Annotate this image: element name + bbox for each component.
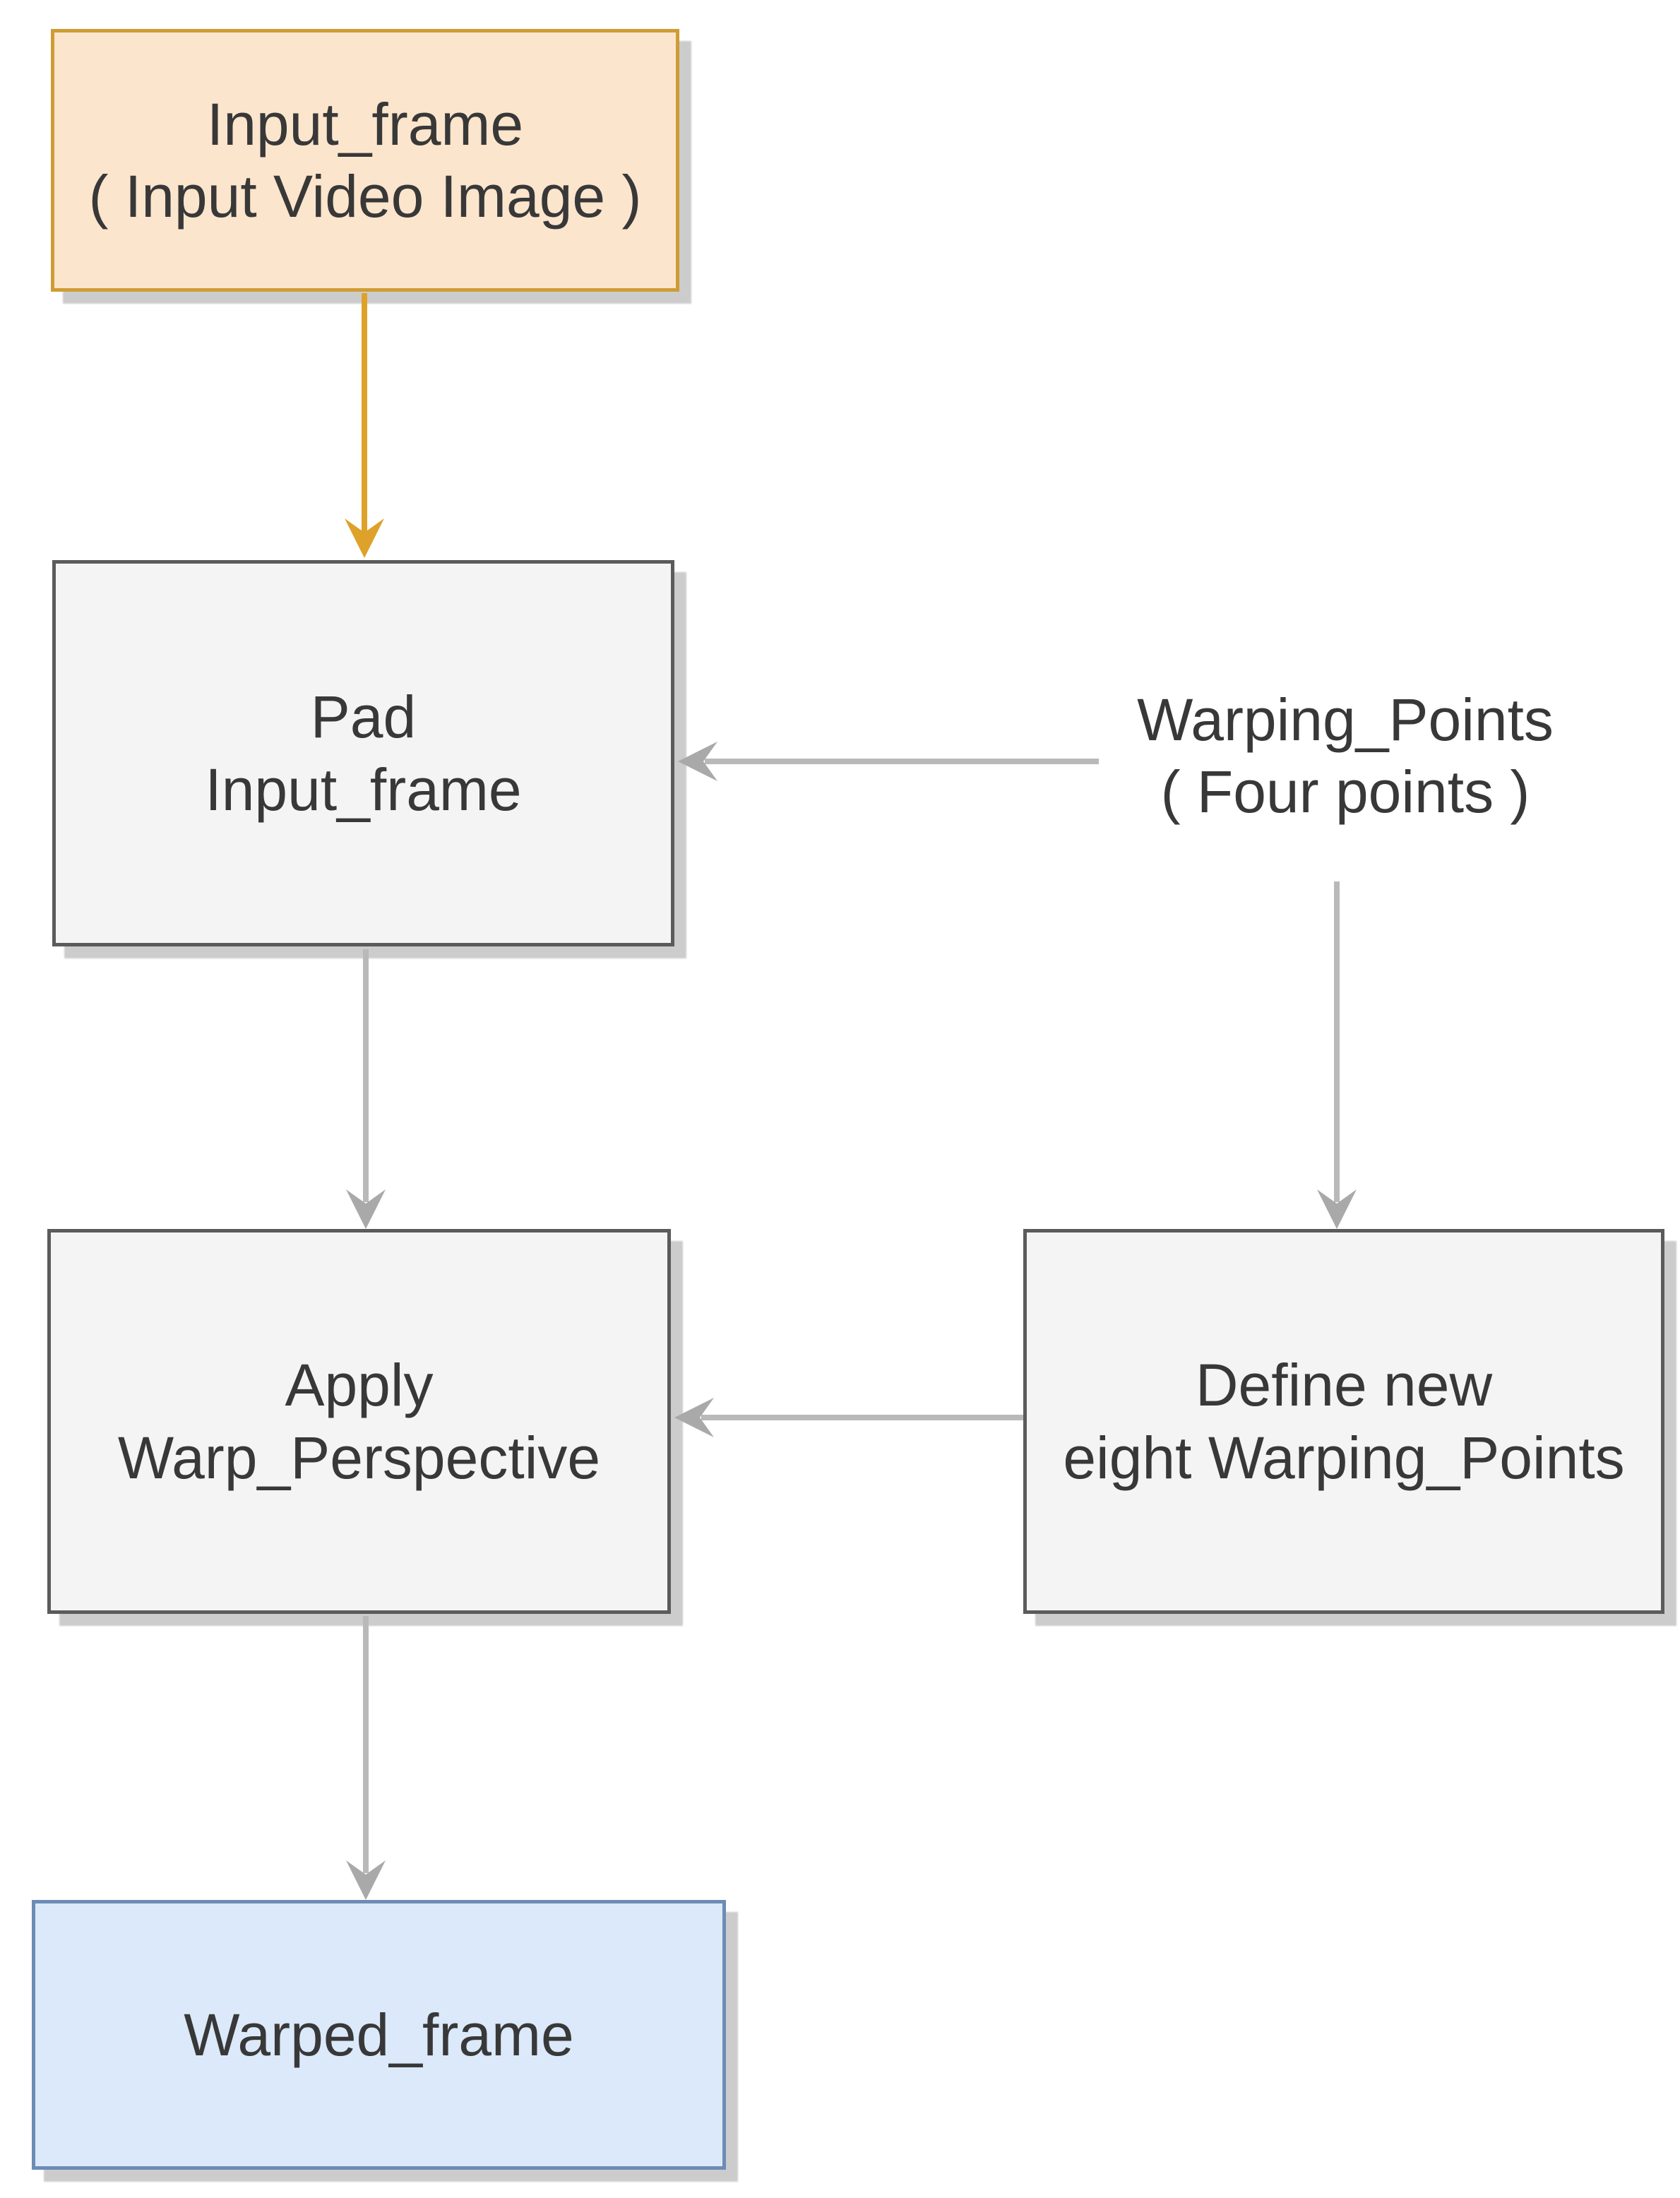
node-label-line: Define new	[1195, 1352, 1493, 1419]
arrow-pad-to-apply	[346, 949, 386, 1229]
node-label-line: ( Four points )	[1160, 759, 1530, 825]
node-label-line: Warped_frame	[184, 2001, 574, 2068]
node-define-new-warping-points-label: Define new eight Warping_Points	[1063, 1349, 1624, 1494]
node-apply-warp-perspective: Apply Warp_Perspective	[47, 1229, 671, 1614]
node-warped-frame-label: Warped_frame	[184, 1999, 573, 2071]
node-label-line: eight Warping_Points	[1063, 1424, 1625, 1491]
node-label-line: Warping_Points	[1137, 686, 1554, 753]
node-pad-input-frame: Pad Input_frame	[52, 560, 674, 946]
arrow-input-frame-to-pad	[345, 293, 384, 558]
arrow-define-to-apply	[674, 1398, 1023, 1437]
node-label-line: Pad	[310, 684, 417, 751]
node-apply-warp-perspective-label: Apply Warp_Perspective	[118, 1349, 600, 1494]
node-input-frame: Input_frame ( Input Video Image )	[51, 29, 679, 292]
node-label-line: Apply	[285, 1352, 434, 1419]
node-label-line: ( Input Video Image )	[88, 163, 642, 230]
node-warped-frame: Warped_frame	[32, 1900, 726, 2170]
node-label-line: Input_frame	[205, 756, 522, 823]
node-define-new-warping-points: Define new eight Warping_Points	[1023, 1229, 1664, 1614]
arrow-apply-to-warped	[346, 1616, 386, 1900]
text-warping-points-label: Warping_Points ( Four points )	[1137, 684, 1554, 828]
text-warping-points: Warping_Points ( Four points )	[1091, 675, 1599, 837]
node-label-line: Warp_Perspective	[117, 1424, 601, 1491]
arrow-warping-points-to-define	[1317, 881, 1357, 1229]
node-input-frame-label: Input_frame ( Input Video Image )	[89, 88, 642, 233]
node-pad-input-frame-label: Pad Input_frame	[205, 681, 521, 826]
node-label-line: Input_frame	[206, 90, 524, 158]
arrow-warping-points-to-pad	[678, 742, 1099, 781]
